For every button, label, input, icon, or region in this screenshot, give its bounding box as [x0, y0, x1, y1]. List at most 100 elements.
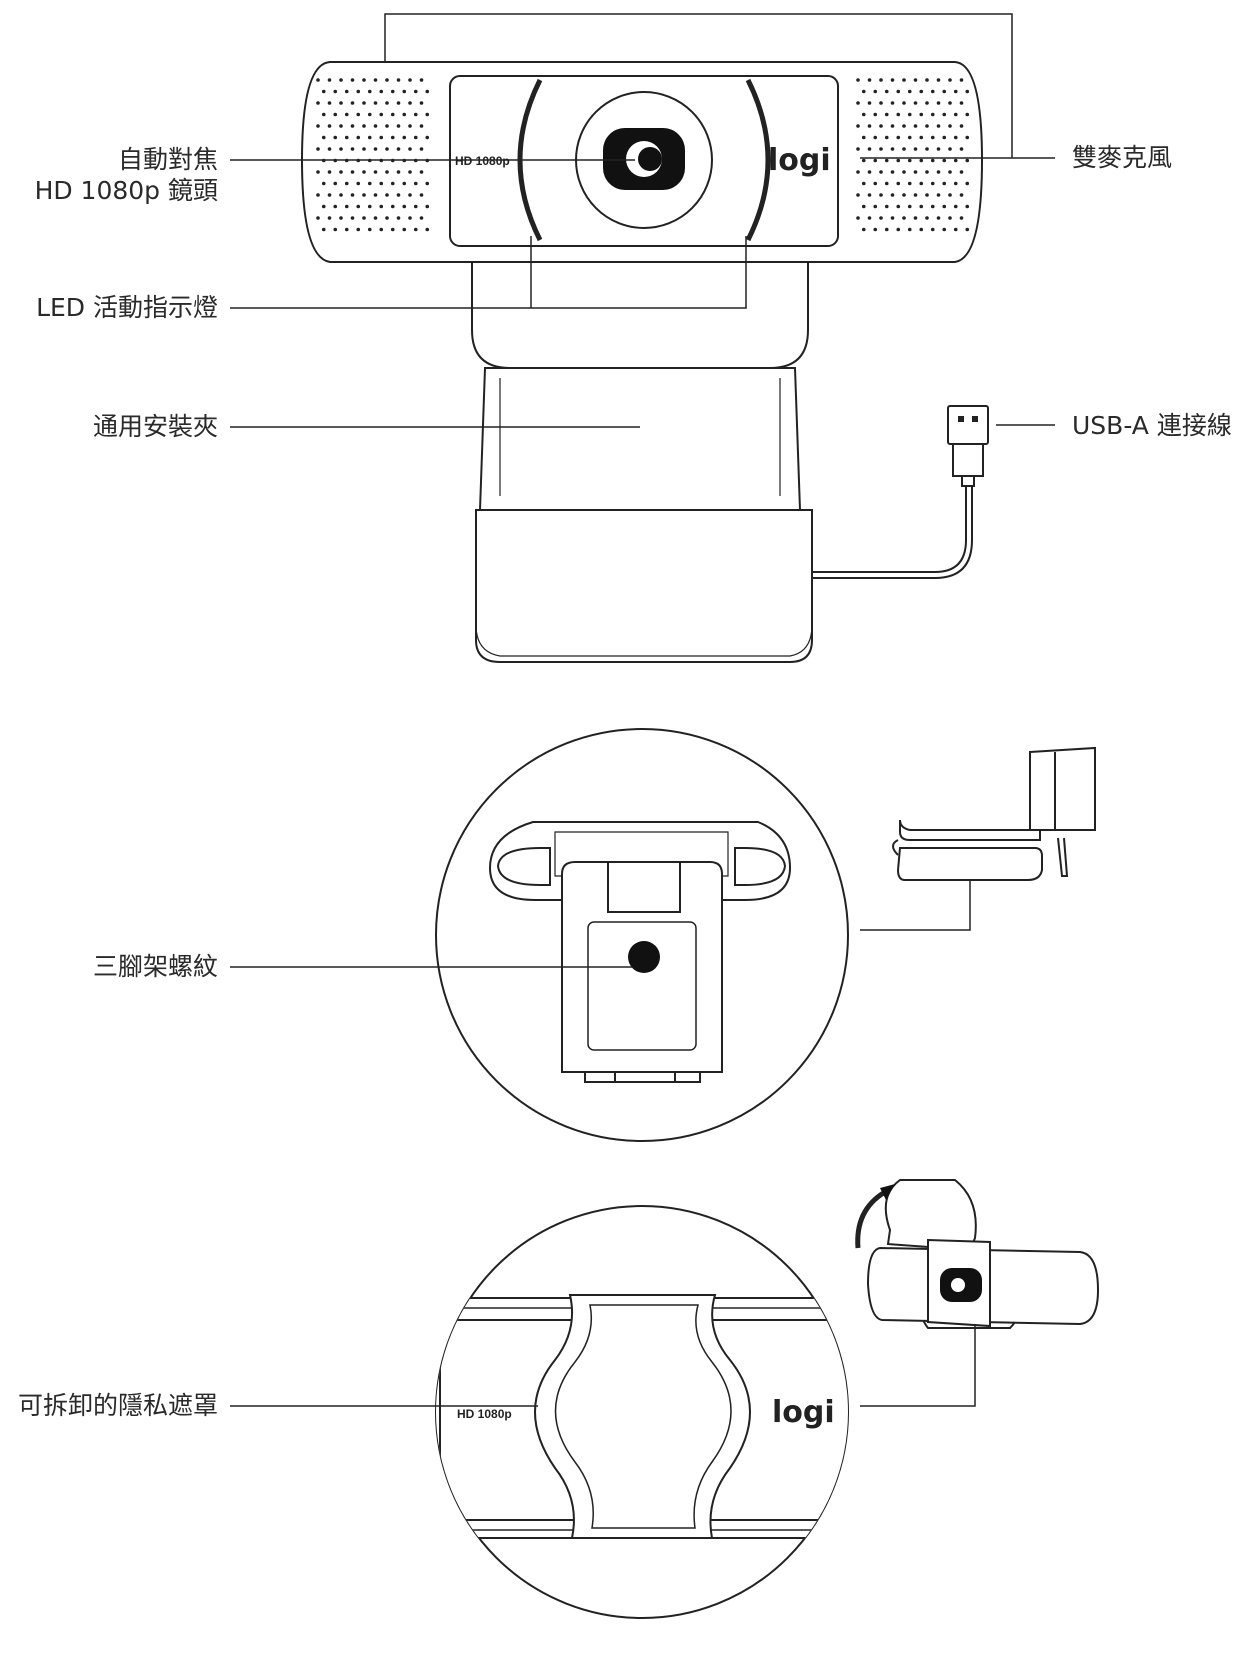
grille-dot: [316, 101, 320, 105]
grille-dot: [385, 216, 389, 220]
grille-dot: [316, 170, 320, 174]
grille-dot: [919, 158, 924, 163]
grille-dot: [419, 216, 424, 220]
grille-dot: [419, 193, 424, 197]
grille-dot: [339, 101, 343, 105]
grille-dot: [385, 78, 389, 82]
grille-dot: [965, 204, 970, 209]
grille-dot: [930, 181, 935, 186]
grille-dot: [396, 193, 401, 197]
grille-dot: [884, 158, 889, 163]
privacy-shutter: [534, 1294, 751, 1539]
universal-clip-label: 通用安裝夾: [92, 412, 218, 441]
grille-dot: [942, 227, 947, 232]
grille-dot: [948, 170, 952, 174]
grille-dot: [408, 124, 412, 128]
grille-dot: [861, 158, 866, 163]
grille-dot: [873, 227, 878, 232]
mic-leader-bracket: [384, 13, 1013, 158]
tripod-thread-hole: [628, 941, 660, 973]
grille-dot: [930, 112, 935, 117]
grille-dot: [919, 89, 924, 94]
grille-dot: [930, 89, 935, 94]
grille-dot: [965, 158, 970, 163]
grille-dot: [379, 227, 384, 232]
grille-dot: [861, 112, 866, 117]
grille-dot: [925, 193, 929, 197]
grille-dot: [913, 193, 918, 197]
grille-dot: [344, 89, 349, 94]
grille-dot: [339, 78, 343, 82]
grille-dot: [350, 124, 355, 128]
grille-dot: [856, 193, 860, 197]
grille-dot: [344, 227, 349, 232]
grille-dot: [948, 78, 952, 82]
grille-dot: [919, 112, 924, 117]
grille-dot: [907, 227, 912, 232]
grille-dot: [948, 193, 952, 197]
grille-dot: [879, 147, 883, 151]
grille-dot: [373, 216, 378, 220]
grille-dot: [884, 112, 889, 117]
grille-dot: [316, 147, 320, 151]
grille-dot: [350, 193, 355, 197]
grille-dot: [327, 124, 332, 128]
grille-dot: [413, 227, 418, 232]
grille-dot: [884, 135, 889, 140]
grille-dot: [327, 216, 332, 220]
grille-dot: [379, 112, 384, 117]
grille-dot: [867, 216, 872, 220]
autofocus-lens-label: 自動對焦 HD 1080p 鏡頭: [35, 144, 218, 207]
grille-dot: [339, 193, 343, 197]
grille-dot: [873, 204, 878, 209]
grille-dot: [333, 135, 338, 140]
grille-dot: [873, 89, 878, 94]
grille-dot: [425, 227, 430, 232]
grille-dot: [367, 181, 372, 186]
grille-dot: [339, 147, 343, 151]
grille-dot: [385, 101, 389, 105]
grille-dot: [419, 170, 424, 174]
usb-a-cable-label: USB-A 連接線: [1072, 411, 1232, 440]
grille-dot: [959, 101, 964, 105]
grille-dot: [936, 170, 941, 174]
logi-logo-top: logi: [768, 143, 831, 178]
grille-dot: [861, 135, 866, 140]
grille-dot: [890, 216, 895, 220]
grille-dot: [350, 216, 355, 220]
grille-dot: [936, 193, 941, 197]
grille-dot: [390, 112, 395, 117]
grille-dot: [321, 204, 326, 209]
grille-dot: [356, 135, 361, 140]
grille-dot: [321, 89, 326, 94]
grille-dot: [327, 78, 332, 82]
grille-dot: [327, 101, 332, 105]
grille-dot: [408, 101, 412, 105]
grille-dot: [316, 78, 320, 82]
grille-dot: [919, 135, 924, 140]
mic-grille-right: [856, 78, 970, 232]
grille-dot: [959, 193, 964, 197]
grille-dot: [913, 101, 918, 105]
grille-dot: [385, 124, 389, 128]
grille-dot: [907, 204, 912, 209]
grille-dot: [350, 170, 355, 174]
grille-dot: [953, 227, 958, 232]
grille-dot: [402, 181, 407, 186]
grille-dot: [362, 101, 366, 105]
grille-dot: [327, 147, 332, 151]
grille-dot: [867, 170, 872, 174]
grille-dot: [948, 147, 952, 151]
grille-dot: [896, 227, 901, 232]
grille-dot: [942, 135, 947, 140]
grille-dot: [390, 135, 395, 140]
grille-dot: [942, 204, 947, 209]
grille-dot: [396, 170, 401, 174]
webcam-front-view: HD 1080p logi: [230, 13, 1055, 663]
grille-dot: [373, 101, 378, 105]
grille-dot: [925, 78, 929, 82]
grille-dot: [867, 124, 872, 128]
grille-dot: [936, 147, 941, 151]
grille-dot: [965, 112, 970, 117]
grille-dot: [890, 193, 895, 197]
